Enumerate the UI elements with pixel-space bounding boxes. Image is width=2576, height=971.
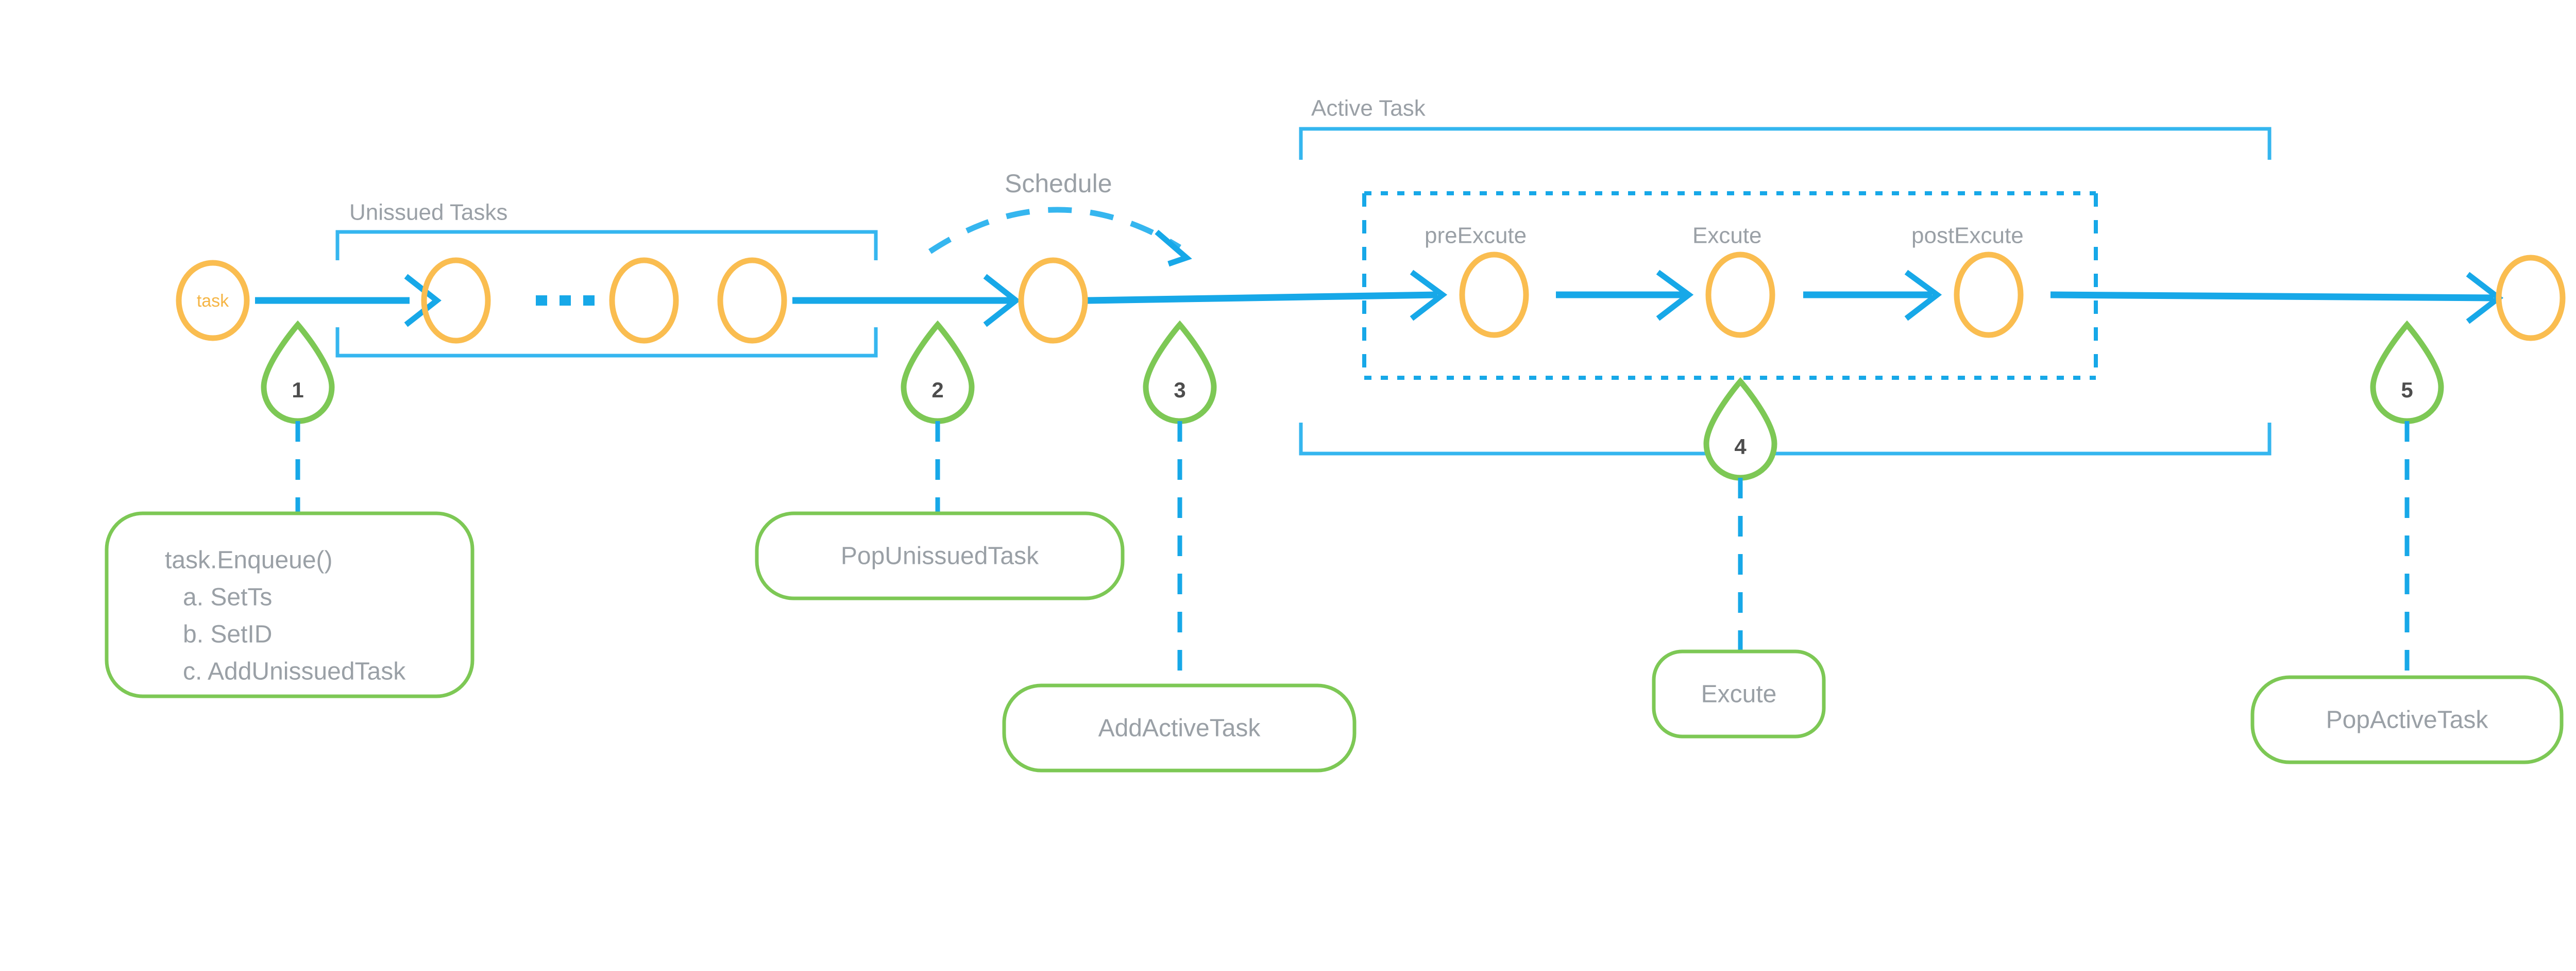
unissued-tasks-bracket-lower xyxy=(335,327,878,358)
callout-pop-active-task-label: PopActiveTask xyxy=(2326,707,2489,734)
schedule-label: Schedule xyxy=(1005,169,1112,198)
callout-excute[interactable]: Excute xyxy=(1652,649,1826,739)
callout-pop-active-task-box[interactable] xyxy=(2250,675,2564,764)
unissued-tasks-label: Unissued Tasks xyxy=(349,200,507,225)
stage-label-post-excute: postExcute xyxy=(1911,223,2024,248)
pin-3-number: 3 xyxy=(1174,378,1185,402)
flow-seg-schedule-to-pre xyxy=(1087,291,1438,304)
stages-dashed-box xyxy=(1362,191,2098,380)
node-task-shape[interactable] xyxy=(176,260,250,341)
stage-label-pre-excute: preExcute xyxy=(1425,223,1527,248)
pin-4-shape[interactable] xyxy=(1703,377,1777,481)
ellipsis-dot-3 xyxy=(583,295,595,306)
schedule-arc-arrow xyxy=(928,207,1181,254)
node-queue-3[interactable] xyxy=(717,257,787,344)
node-queue-2[interactable] xyxy=(609,257,679,344)
pin-1-shape[interactable] xyxy=(261,320,335,424)
callout-enqueue-box[interactable] xyxy=(105,511,474,698)
pin-1-number: 1 xyxy=(292,378,303,402)
callout-pop-active-task[interactable]: PopActiveTask xyxy=(2250,675,2564,764)
unissued-tasks-bracket-upper xyxy=(335,230,878,260)
callout-enqueue-line-3: c. AddUnissuedTask xyxy=(183,658,406,685)
arrowhead-to-pre xyxy=(1410,270,1448,321)
pin-5-number: 5 xyxy=(2401,378,2413,402)
unissued-tasks-bracket-top xyxy=(335,230,878,260)
ellipsis-dot-2 xyxy=(560,295,571,306)
callout-enqueue-line-1: a. SetTs xyxy=(183,584,272,611)
pin-5-shape[interactable] xyxy=(2370,320,2444,424)
pin-marker-2[interactable]: 2 xyxy=(901,320,975,424)
queue-ellipsis xyxy=(536,295,595,306)
pin-marker-5[interactable]: 5 xyxy=(2370,320,2444,424)
node-excute[interactable] xyxy=(1705,252,1775,338)
callout-pop-unissued-task-box[interactable] xyxy=(755,511,1125,600)
callout-add-active-task-box[interactable] xyxy=(1002,683,1357,773)
pin-marker-4[interactable]: 4 xyxy=(1703,377,1777,481)
active-task-bracket-upper xyxy=(1299,127,2272,160)
callout-enqueue-line-0: task.Enqueue() xyxy=(165,547,333,574)
callout-add-active-task[interactable]: AddActiveTask xyxy=(1002,683,1357,773)
callout-enqueue[interactable]: task.Enqueue() a. SetTs b. SetID c. AddU… xyxy=(105,511,474,698)
pin-2-shape[interactable] xyxy=(901,320,975,424)
node-schedule[interactable] xyxy=(1018,257,1088,344)
arrowhead-to-schedule xyxy=(983,274,1021,327)
callout-pop-unissued-task[interactable]: PopUnissuedTask xyxy=(755,511,1125,600)
active-task-bracket-group xyxy=(1299,127,2272,456)
node-task[interactable]: task xyxy=(176,260,250,341)
stage-label-excute: Excute xyxy=(1692,223,1762,248)
pin-marker-3[interactable]: 3 xyxy=(1143,320,1217,424)
pin-2-number: 2 xyxy=(931,378,943,402)
pin-3-shape[interactable] xyxy=(1143,320,1217,424)
arrowhead-to-n1 xyxy=(404,274,442,327)
arrowhead-to-post xyxy=(1904,270,1942,321)
callout-enqueue-line-2: b. SetID xyxy=(183,621,272,648)
callout-pop-unissued-task-label: PopUnissuedTask xyxy=(841,543,1039,570)
arrowhead-to-exe xyxy=(1656,270,1694,321)
schedule-arrowhead xyxy=(1155,229,1192,267)
active-task-label: Active Task xyxy=(1311,96,1426,121)
node-task-label: task xyxy=(197,291,229,311)
pin-marker-1[interactable]: 1 xyxy=(261,320,335,424)
flow-seg-post-to-end xyxy=(2050,291,2494,302)
pin-4-number: 4 xyxy=(1734,434,1747,459)
active-task-bracket-lower xyxy=(1299,423,2272,456)
main-flow-line xyxy=(255,291,2494,304)
callout-excute-box[interactable] xyxy=(1652,649,1826,739)
node-queue-1[interactable] xyxy=(421,257,491,344)
node-end[interactable] xyxy=(2496,255,2566,341)
node-post-excute[interactable] xyxy=(1954,252,2024,338)
flow-arrowheads xyxy=(404,270,2504,327)
callout-excute-label: Excute xyxy=(1701,681,1777,708)
ellipsis-dot-1 xyxy=(536,295,547,306)
node-pre-excute[interactable] xyxy=(1459,252,1529,338)
unissued-tasks-bracket-group xyxy=(335,230,878,358)
callout-add-active-task-label: AddActiveTask xyxy=(1098,715,1261,742)
